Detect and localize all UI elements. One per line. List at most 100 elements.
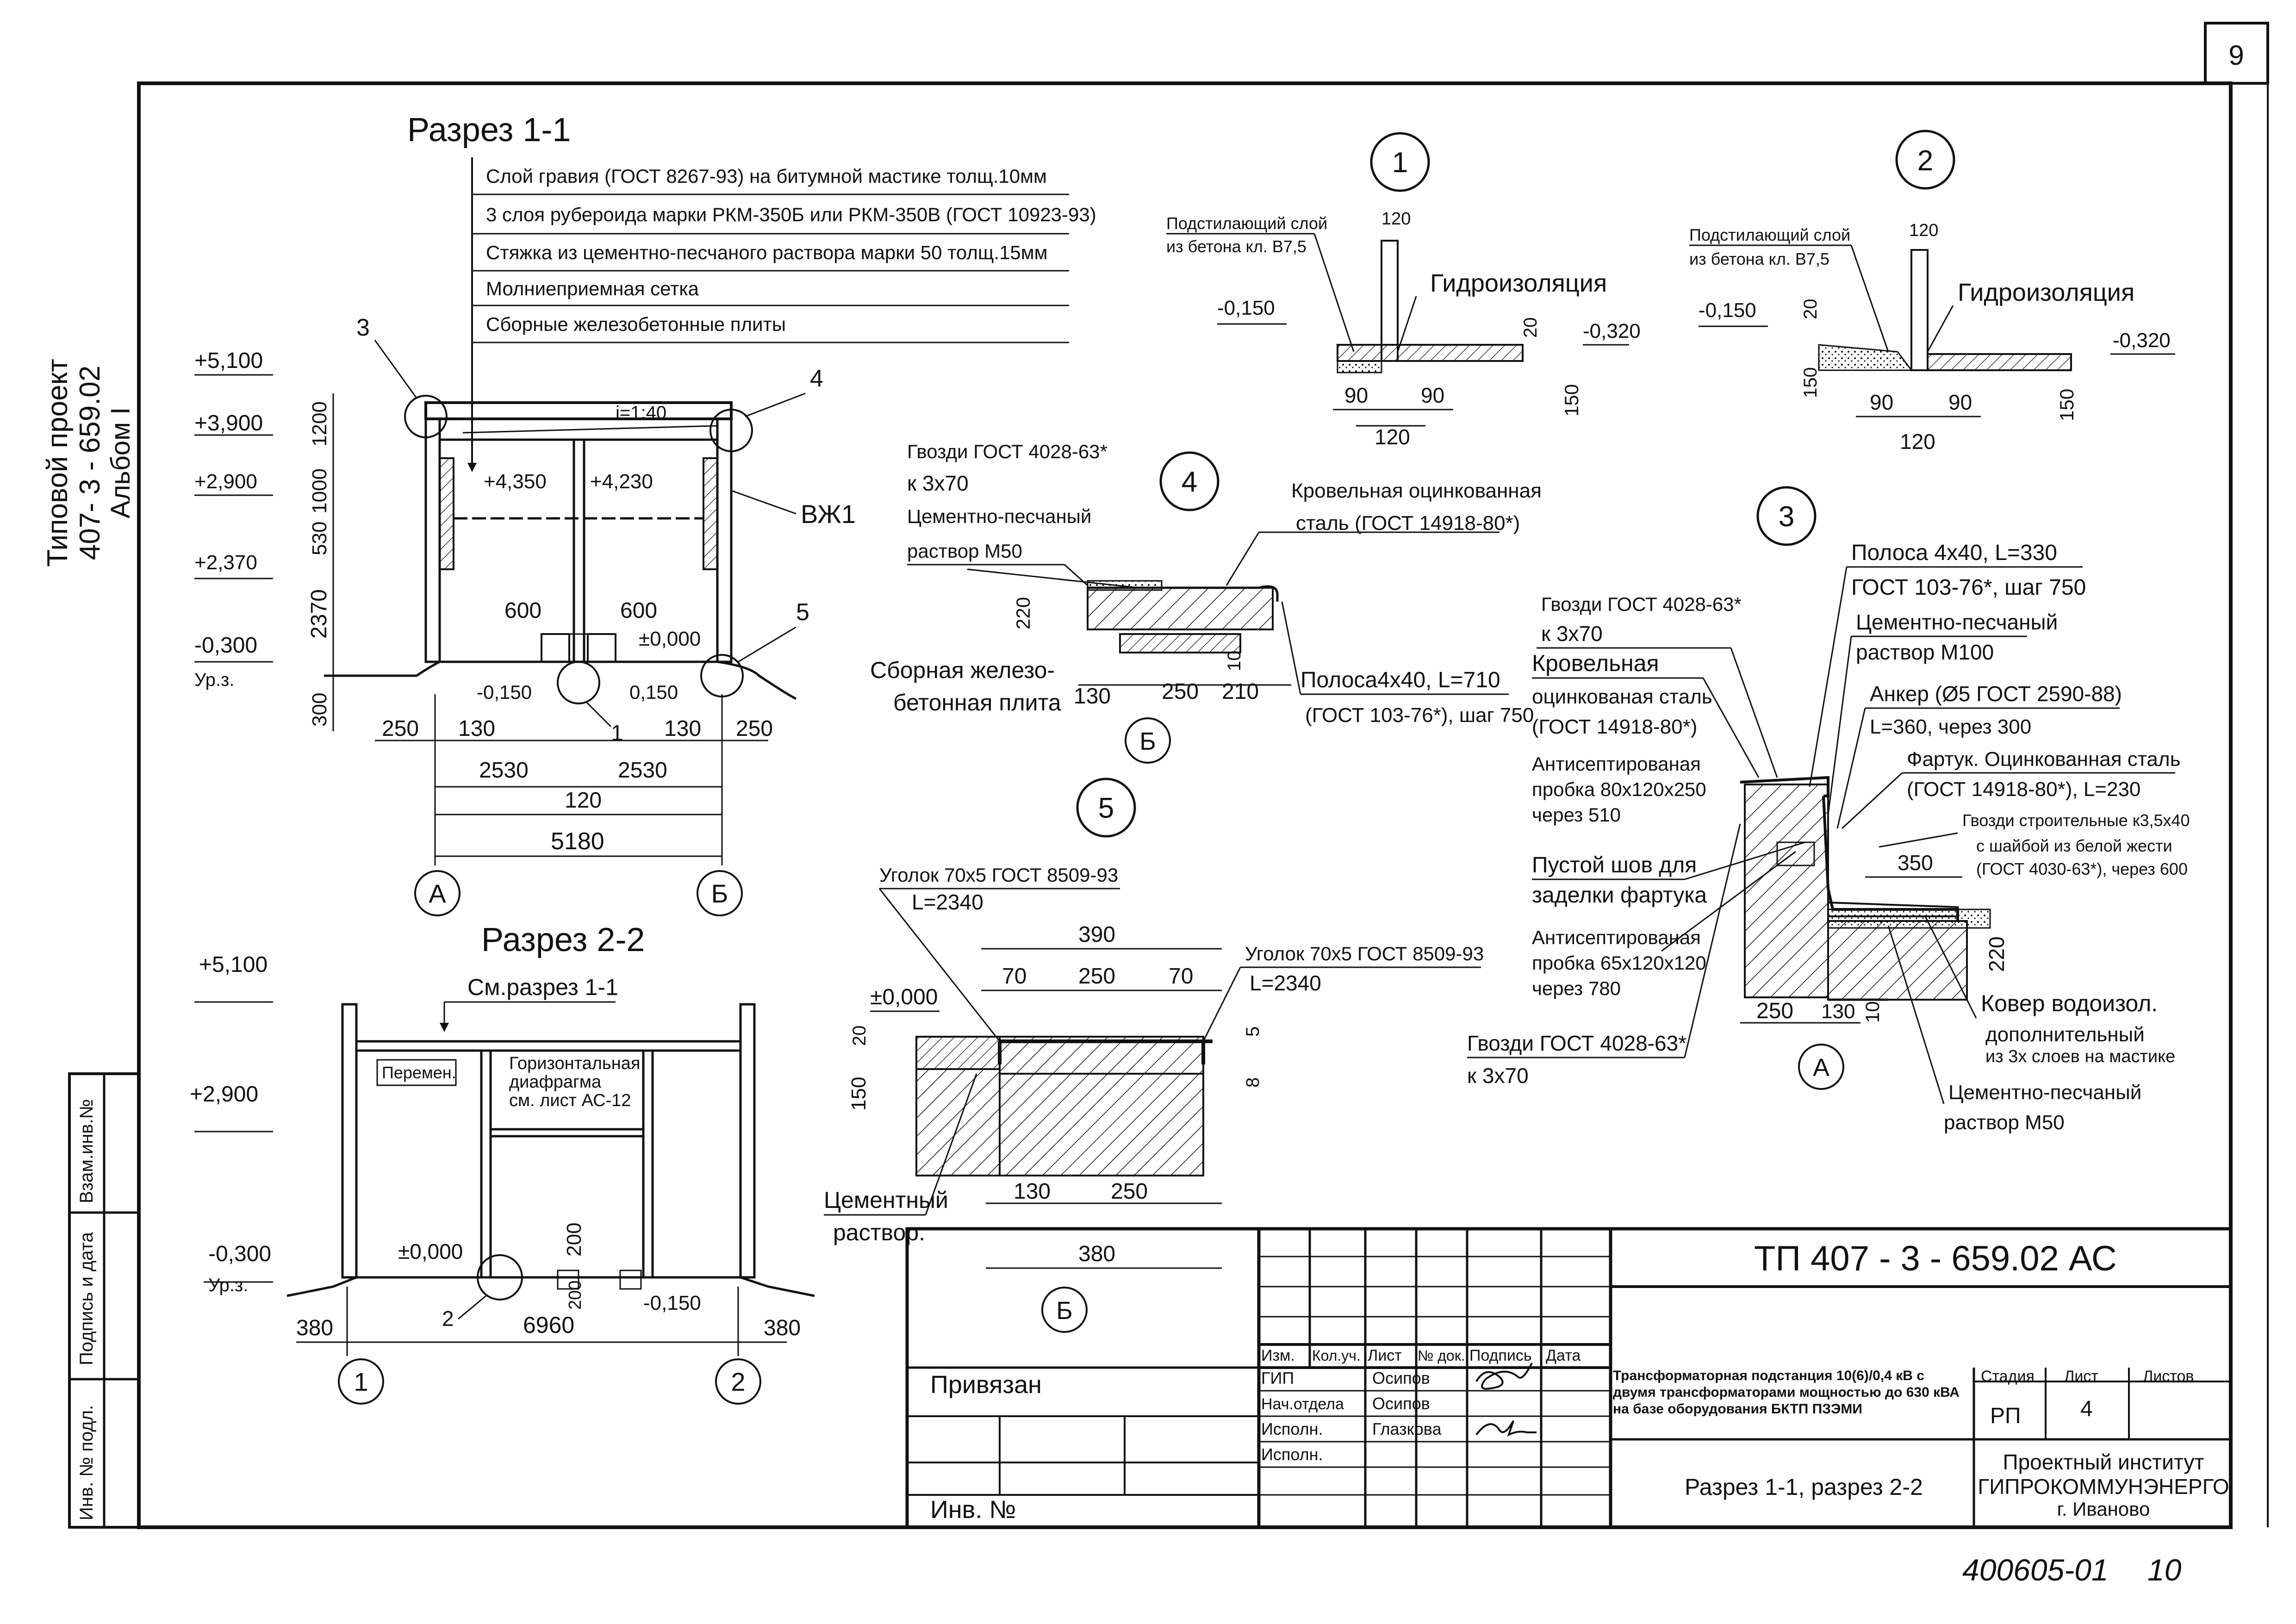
- dim-250-left: 250: [382, 716, 419, 741]
- node-3-nails-size: к 3х70: [1541, 622, 1603, 646]
- dim-22-380-left: 380: [296, 1316, 333, 1340]
- node-5-angle-right-len: L=2340: [1250, 971, 1321, 995]
- node-3-plug-b-3: через 780: [1532, 977, 1621, 999]
- ground-level-22: Ур.з.: [208, 1275, 248, 1295]
- node-2-dim-150-b: 150: [2056, 389, 2078, 421]
- handwritten-page: 10: [2147, 1553, 2182, 1587]
- dim-130-left: 130: [458, 716, 495, 741]
- level-22-minus-150: -0,150: [643, 1292, 701, 1314]
- dim-2530-right: 2530: [618, 758, 667, 783]
- node-2-level-150: -0,150: [1699, 299, 1756, 322]
- node-3-mortar: Цементно-песчаный: [1856, 610, 2058, 634]
- node-4-id: 4: [1182, 466, 1197, 498]
- node-3-plug-3: через 510: [1532, 804, 1621, 826]
- node-1-sub: Подстилающий слой: [1166, 214, 1327, 233]
- node-5-dim-70-right: 70: [1169, 964, 1193, 989]
- tb-role-isp2: Исполн.: [1261, 1445, 1323, 1464]
- tb-sheet-no: 4: [2080, 1397, 2093, 1421]
- node-4-roof-steel: Кровельная оцинкованная: [1291, 479, 1542, 502]
- level-plus-4350: +4,350: [484, 470, 547, 493]
- node-3-nail2-c: (ГОСТ 4030-63*), через 600: [1976, 859, 2188, 878]
- node-4-nails-size: к 3х70: [907, 471, 969, 495]
- node-1-dim-20: 20: [1520, 317, 1541, 338]
- node-3-mortar-grade: раствор М100: [1856, 640, 1994, 664]
- side-project-line-2: 407- 3 - 659.02: [74, 366, 106, 560]
- layer-4: Молниеприемная сетка: [486, 278, 699, 299]
- tb-hdr-izm: Изм.: [1261, 1347, 1295, 1364]
- node-5-dim-5: 5: [1243, 1027, 1263, 1037]
- dim-600-right: 600: [620, 598, 657, 623]
- page-number: 9: [2228, 40, 2244, 71]
- node-3-carpet-2: дополнительный: [1985, 1023, 2145, 1046]
- tb-role-isp1: Исполн.: [1261, 1419, 1323, 1438]
- node-5-axis: Б: [1056, 1297, 1072, 1325]
- stamp-vzam-inv: Взам.инв.№: [76, 1099, 97, 1203]
- node-3-nails-b: Гвозди ГОСТ 4028-63*: [1467, 1031, 1686, 1055]
- node-1-level-320: -0,320: [1583, 320, 1641, 342]
- node-2-id: 2: [1917, 145, 1933, 177]
- node-1-sub2: из бетона кл. В7,5: [1166, 237, 1307, 256]
- node-4-strip-gost: (ГОСТ 103-76*), шаг 750: [1305, 704, 1534, 727]
- node-2-dim-20-a: 20: [1800, 299, 1821, 320]
- handwritten-number: 400605-01: [1962, 1553, 2109, 1587]
- node-4-dim-220: 220: [1012, 597, 1034, 629]
- section-1-1: Разрез 1-1 Слой гравия (ГОСТ 8267-93) на…: [194, 112, 1096, 916]
- node-3-seam: Пустой шов для: [1532, 853, 1697, 877]
- node-5: 5 Уголок 70х5 ГОСТ 8509-93 L=2340 Уголок…: [824, 778, 1484, 1333]
- tb-hdr-doc: № док.: [1418, 1347, 1465, 1364]
- node-4-dim-210: 210: [1222, 679, 1259, 704]
- dim-5180: 5180: [551, 828, 604, 855]
- vdim-300: 300: [308, 693, 331, 727]
- node-1: 1 Подстилающий слой из бетона кл. В7,5 Г…: [1166, 132, 1641, 449]
- layer-3: Стяжка из цементно-песчаного раствора ма…: [486, 242, 1048, 263]
- node-2-level-320: -0,320: [2113, 329, 2171, 352]
- dim-22-200-top: 200: [563, 1223, 585, 1257]
- node-3-strip: Полоса 4х40, L=330: [1851, 541, 2057, 565]
- axis-2: 2: [731, 1367, 745, 1396]
- node-1-dim-150: 150: [1561, 384, 1582, 417]
- tb-privyazan: Привязан: [930, 1371, 1042, 1399]
- node-3-dim-130: 130: [1821, 1000, 1855, 1023]
- level-22-minus-300: -0,300: [208, 1242, 271, 1266]
- node-5-dim-20: 20: [849, 1026, 870, 1046]
- node-3: 3 Полоса 4х40, L=330 ГОСТ 103-76*, шаг 7…: [1467, 486, 2190, 1134]
- callout-4: 4: [810, 365, 823, 392]
- callout-5: 5: [796, 599, 809, 626]
- node-3-plug-2: пробка 80х120х250: [1532, 778, 1706, 800]
- signature-1: [1475, 1363, 1533, 1390]
- axis-b-1-1: Б: [711, 879, 728, 908]
- node-3-anchor: Анкер (Ø5 ГОСТ 2590-88): [1870, 682, 2122, 706]
- section-1-1-levels: +5,100 +3,900 +2,900 +2,370 -0,300 Ур.з.…: [194, 348, 701, 703]
- node-3-apron: Фартук. Оцинкованная сталь: [1907, 748, 2181, 771]
- node-5-id: 5: [1098, 792, 1114, 824]
- tb-hdr-list: Лист: [1368, 1347, 1402, 1364]
- left-stamp-table: Взам.инв.№ Подпись и дата Инв. № подл.: [68, 1072, 140, 1529]
- callout-2: 2: [442, 1307, 454, 1331]
- node-5-dim-390: 390: [1078, 922, 1115, 947]
- wall-mark-vzh1: ВЖ1: [801, 499, 856, 529]
- tb-code: ТП 407 - 3 - 659.02 АС: [1754, 1239, 2117, 1278]
- tb-org-1: Проектный институт: [2003, 1450, 2204, 1474]
- node-5-dim-130: 130: [1014, 1179, 1051, 1204]
- node-5-dim-150: 150: [847, 1077, 870, 1111]
- slope-label: i=1:40: [616, 403, 666, 423]
- node-3-id: 3: [1779, 501, 1794, 533]
- node-4: 4 Гвозди ГОСТ 4028-63* к 3х70 Цементно-п…: [870, 441, 1542, 764]
- dim-2530-left: 2530: [479, 758, 529, 783]
- node-1-hydro: Гидроизоляция: [1430, 269, 1607, 297]
- tb-name-gip: Осипов: [1372, 1369, 1430, 1388]
- node-5-level-zero: ±0,000: [870, 985, 938, 1009]
- node-5-dim-250: 250: [1078, 964, 1115, 989]
- tb-hdr-sign: Подпись: [1469, 1347, 1532, 1364]
- level-zero: ±0,000: [639, 628, 701, 650]
- node-3-carpet-3: из 3х слоев на мастике: [1985, 1047, 2175, 1066]
- node-3-mortar50-2: раствор М50: [1944, 1111, 2065, 1134]
- label-diaphragm-3: см. лист АС-12: [509, 1091, 631, 1110]
- tb-role-gip: ГИП: [1261, 1369, 1294, 1388]
- layer-table: Слой гравия (ГОСТ 8267-93) на битумной м…: [467, 157, 1096, 472]
- dim-120: 120: [565, 788, 602, 813]
- node-3-plug-b: Антисептированая: [1532, 927, 1701, 948]
- node-3-roof-2: оцинкованая сталь: [1532, 685, 1712, 708]
- level-plus-5100: +5,100: [194, 348, 263, 373]
